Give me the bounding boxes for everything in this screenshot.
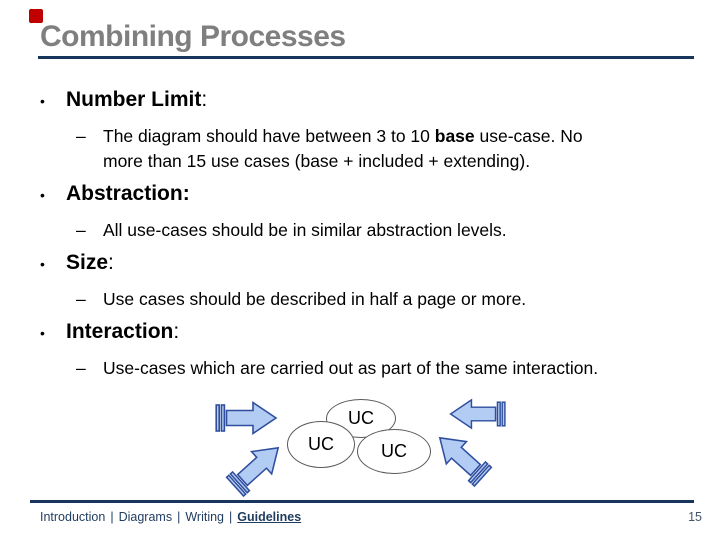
section-heading-label: Size [66,251,109,274]
section-heading: • Number Limit: [40,88,692,113]
footer-nav-guidelines[interactable]: Guidelines [237,510,302,524]
page-number: 15 [688,510,702,524]
bullet-list: •Number Limit:–The diagram should have b… [40,88,692,389]
use-case-ellipse: UC [287,421,355,468]
footer-nav-introduction[interactable]: Introduction [40,510,106,524]
dash-icon: – [76,220,86,240]
section-size: • Size: –Use cases should be described in … [40,251,692,312]
use-case-label: UC [348,408,374,428]
footer-nav: Introduction | Diagrams | Writing | Guidelines [40,510,301,524]
dash-icon: – [76,126,86,146]
sub-bullet: –Use-cases which are carried out as part… [40,356,692,381]
section-heading: • Abstraction: [40,182,692,207]
footer-divider [30,500,694,503]
title-underline [38,56,694,59]
arrow-up-right-pointing-icon [219,428,296,504]
sub-bullet-text: All use-cases should be in similar abstr… [103,220,507,240]
nav-separator: | [229,510,233,524]
nav-separator: | [177,510,181,524]
dash-icon: – [76,358,86,378]
use-case-label: UC [381,441,407,461]
bullet-icon: • [40,325,45,341]
use-case-ellipse: UC [357,429,431,474]
use-case-diagram: UC UC UC [0,385,720,498]
slide-logo-square [29,9,43,23]
bullet-icon: • [40,187,45,203]
section-number-limit: • Number Limit: –The diagram should have b… [40,88,692,174]
section-heading-label: Number Limit [66,88,202,111]
section-heading-colon: : [173,320,180,343]
sub-bullet-text: The diagram should have between 3 to 10 … [103,126,583,171]
dash-icon: – [76,289,86,309]
nav-separator: | [110,510,114,524]
arrow-right-pointing-icon [215,396,281,440]
sub-bullet-text: Use cases should be described in half a … [103,289,527,309]
use-case-label: UC [308,434,334,454]
arrow-up-left-pointing-icon [421,418,498,494]
section-interaction: • Interaction: –Use-cases which are carrie… [40,320,692,381]
sub-bullet-text: Use-cases which are carried out as part … [103,358,599,378]
sub-bullet: –Use cases should be described in half a… [40,287,692,312]
section-heading-colon: : [182,182,190,205]
section-heading-label: Interaction [66,320,174,343]
footer-nav-writing[interactable]: Writing [185,510,224,524]
arrow-left-pointing-icon [444,394,508,434]
footer-nav-diagrams[interactable]: Diagrams [118,510,173,524]
section-heading-colon: : [108,251,114,274]
page-title: Combining Processes [40,20,346,53]
section-heading-label: Abstraction [66,182,183,205]
section-heading-colon: : [201,88,208,111]
sub-bullet: –The diagram should have between 3 to 10… [40,124,692,174]
sub-bullet: –All use-cases should be in similar abst… [40,218,692,243]
section-heading: • Interaction: [40,320,692,345]
section-heading: • Size: [40,251,692,276]
bullet-icon: • [40,256,45,272]
bullet-icon: • [40,93,45,109]
section-abstraction: • Abstraction: –All use-cases should be in… [40,182,692,243]
